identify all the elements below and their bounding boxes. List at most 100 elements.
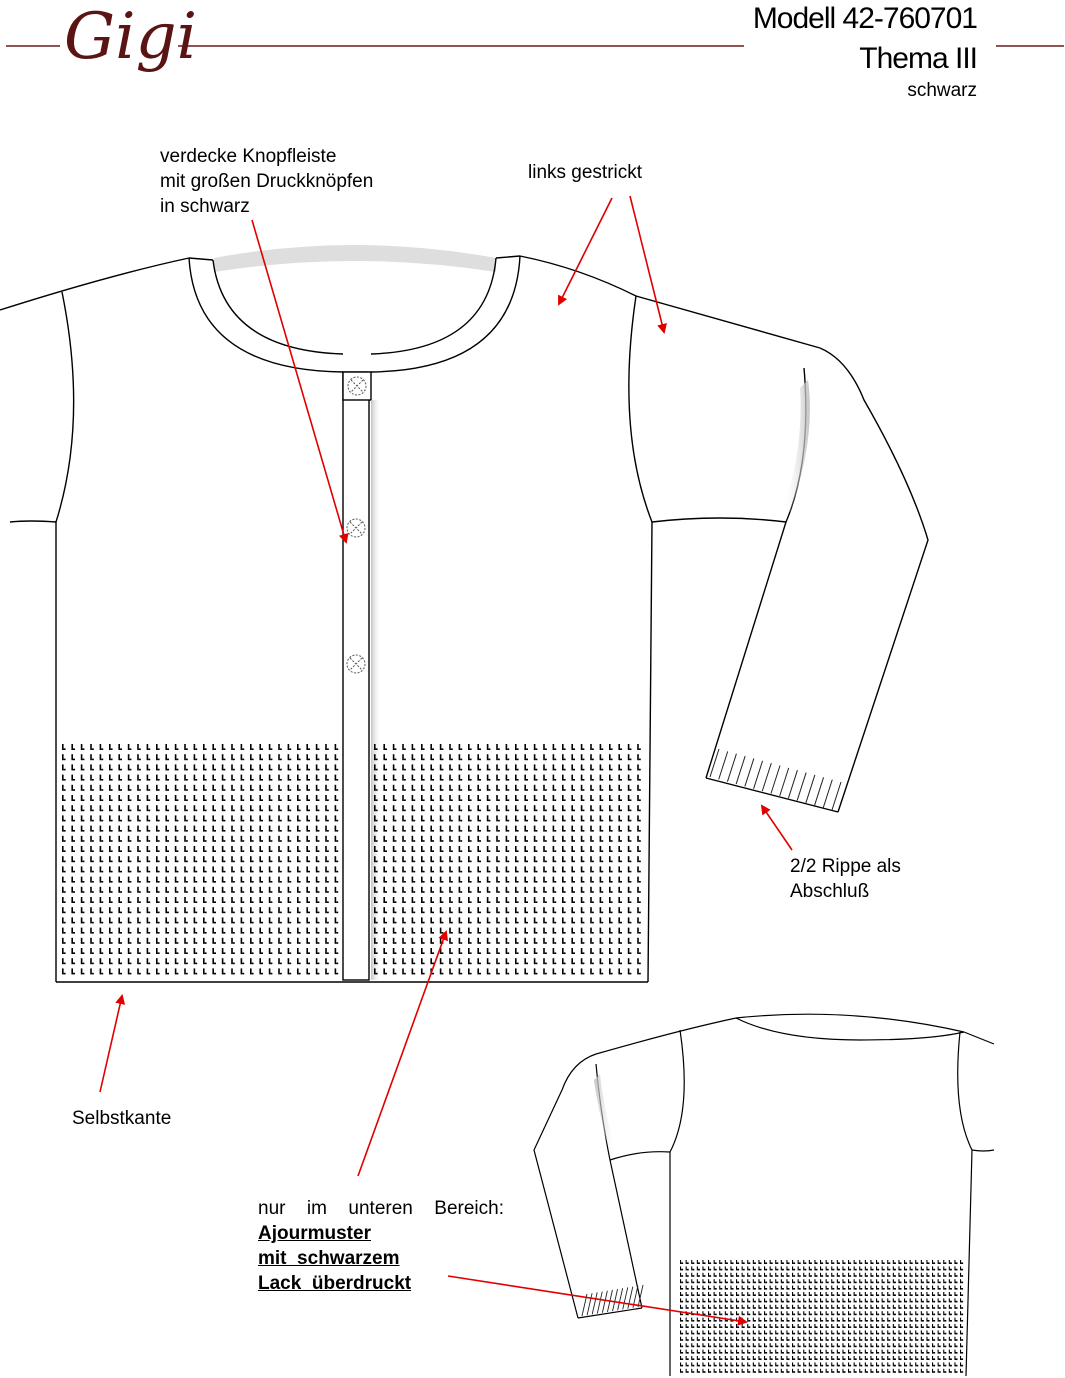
- ajour-stitch: [758, 1266, 760, 1271]
- ajour-stitch-tick: [686, 1339, 689, 1341]
- ajour-stitch: [156, 815, 158, 822]
- ajour-stitch: [515, 795, 517, 801]
- ajour-stitch-tick: [535, 779, 538, 781]
- ajour-stitch: [165, 876, 167, 883]
- ajour-stitch: [887, 1304, 889, 1309]
- ajour-stitch: [870, 1272, 872, 1277]
- ajour-stitch-tick: [765, 1268, 768, 1271]
- ajour-stitch-tick: [432, 809, 434, 812]
- ajour-stitch: [909, 1343, 911, 1348]
- ajour-stitch: [268, 846, 271, 852]
- ajour-stitch: [618, 846, 620, 852]
- ajour-stitch: [943, 1336, 945, 1341]
- ajour-stitch: [287, 825, 290, 832]
- ajour-stitch: [71, 907, 73, 914]
- ajour-stitch-tick: [195, 942, 198, 944]
- ajour-stitch-tick: [949, 1371, 952, 1373]
- ajour-stitch: [71, 795, 73, 801]
- ajour-stitch: [127, 795, 130, 801]
- ajour-stitch: [730, 1324, 732, 1328]
- ajour-stitch: [747, 1368, 749, 1373]
- ajour-stitch-tick: [955, 1262, 958, 1264]
- ajour-stitch-tick: [563, 881, 566, 883]
- ajour-stitch-tick: [289, 972, 292, 975]
- ajour-stitch-tick: [185, 799, 188, 801]
- ajour-stitch-tick: [110, 779, 113, 781]
- ajour-stitch: [842, 1304, 844, 1309]
- ajour-stitch-tick: [63, 850, 66, 852]
- ajour-stitch-tick: [809, 1294, 812, 1296]
- ajour-stitch: [892, 1343, 894, 1348]
- ajour-stitch-tick: [770, 1326, 773, 1328]
- ajour-stitch: [240, 927, 243, 934]
- ajour-stitch: [315, 835, 318, 842]
- ajour-stitch-tick: [507, 779, 510, 781]
- ajour-stitch-tick: [787, 1313, 790, 1316]
- ajour-stitch: [137, 835, 139, 842]
- ajour-stitch-tick: [781, 1268, 784, 1271]
- ajour-stitch: [297, 825, 299, 832]
- ajour-stitch: [165, 744, 167, 750]
- ajour-stitch: [383, 917, 385, 924]
- ajour-stitch-tick: [753, 1281, 756, 1284]
- ajour-stitch: [618, 876, 620, 883]
- ajour-stitch-tick: [554, 840, 557, 842]
- ajour-stitch-tick: [815, 1275, 818, 1277]
- ajour-stitch-tick: [308, 799, 310, 801]
- ajour-stitch: [808, 1368, 810, 1373]
- ajour-stitch-tick: [157, 768, 160, 771]
- ajour-stitch: [758, 1285, 760, 1290]
- ajour-stitch: [392, 937, 395, 944]
- ajour-stitch-tick: [798, 1358, 801, 1360]
- ajour-stitch-tick: [815, 1364, 818, 1367]
- ajour-stitch: [870, 1356, 872, 1360]
- ajour-stitch: [533, 897, 536, 903]
- ajour-stitch-tick: [497, 799, 500, 801]
- ajour-stitch-tick: [591, 952, 594, 954]
- ajour-stitch-tick: [120, 748, 122, 750]
- ajour-stitch: [71, 917, 73, 924]
- ajour-stitch-tick: [469, 830, 472, 832]
- ajour-stitch-tick: [63, 891, 66, 893]
- ajour-stitch: [571, 795, 573, 801]
- ajour-stitch-tick: [394, 830, 397, 832]
- ajour-stitch-tick: [692, 1364, 695, 1367]
- ajour-stitch: [533, 927, 536, 934]
- ajour-stitch-tick: [916, 1339, 919, 1341]
- ajour-stitch-tick: [82, 881, 85, 883]
- ajour-stitch: [430, 907, 432, 914]
- ajour-stitch-tick: [703, 1262, 706, 1264]
- ajour-stitch: [870, 1304, 872, 1309]
- ajour-stitch-tick: [110, 901, 113, 903]
- ajour-stitch: [637, 897, 639, 903]
- ajour-stitch: [392, 784, 395, 791]
- ajour-stitch-tick: [865, 1313, 868, 1316]
- ajour-stitch-tick: [610, 850, 613, 852]
- ajour-stitch: [825, 1317, 827, 1322]
- ajour-stitch: [876, 1356, 878, 1360]
- ajour-stitch-tick: [826, 1371, 829, 1373]
- ajour-stitch: [932, 1285, 934, 1290]
- ajour-stitch: [297, 968, 299, 975]
- ajour-stitch: [848, 1336, 850, 1341]
- arrow-rib: [760, 804, 793, 851]
- ajour-stitch-tick: [336, 748, 339, 750]
- ajour-stitch-tick: [916, 1320, 919, 1322]
- ajour-stitch-tick: [748, 1262, 751, 1264]
- ajour-stitch-tick: [148, 932, 151, 934]
- ajour-stitch: [109, 805, 111, 812]
- ajour-stitch-tick: [573, 819, 575, 822]
- ajour-stitch: [836, 1266, 838, 1271]
- ajour-stitch-tick: [148, 819, 151, 822]
- ajour-stitch: [146, 968, 149, 975]
- ajour-stitch-tick: [195, 901, 198, 903]
- ajour-stitch-tick: [591, 932, 594, 934]
- ajour-stitch-tick: [488, 809, 491, 812]
- ajour-stitch: [915, 1317, 917, 1322]
- ajour-stitch: [708, 1272, 710, 1277]
- ajour-stitch: [842, 1260, 844, 1264]
- annotation-area-word: nur: [258, 1198, 286, 1219]
- ajour-stitch: [887, 1266, 889, 1271]
- ajour-stitch: [524, 968, 526, 975]
- ajour-stitch: [887, 1279, 889, 1284]
